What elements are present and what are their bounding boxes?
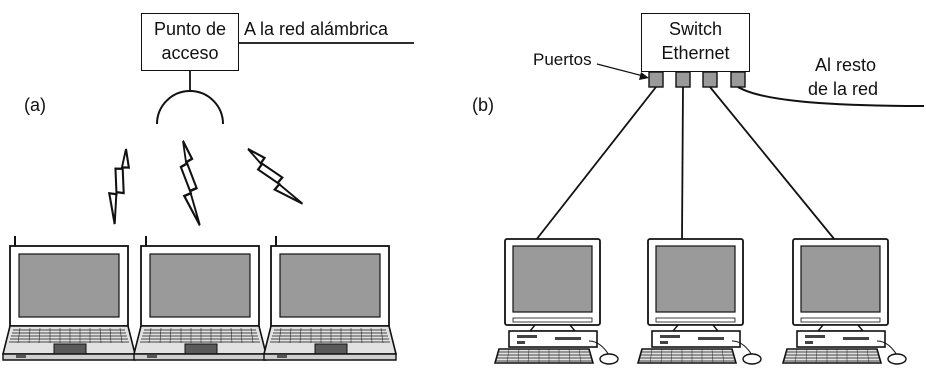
laptop-icon [263, 235, 397, 361]
laptop-icon [2, 235, 136, 361]
wired-network-label: A la red alámbrica [244, 19, 389, 39]
switch-label-line1: Switch [668, 19, 722, 39]
rest-of-network-label-line1: Al resto [815, 55, 877, 75]
laptop-icon [133, 235, 267, 361]
desktop-computer-icon [637, 238, 762, 365]
access-point-label-line2: acceso [161, 43, 219, 63]
switch-port [675, 71, 691, 88]
switch-port [730, 71, 746, 88]
access-point-antenna-icon [156, 90, 224, 125]
access-point-box [141, 13, 239, 71]
desktop-computer-icon [782, 238, 907, 365]
panel-b-label: (b) [472, 95, 494, 115]
ethernet-cable-right [709, 86, 836, 241]
ports-label: Puertos [533, 50, 592, 69]
ports-pointer-arrowhead [639, 72, 649, 80]
ethernet-cable-left [535, 86, 657, 241]
switch-box [641, 13, 750, 72]
switch-label-line2: Ethernet [661, 43, 730, 63]
switch-port [648, 71, 664, 88]
ports-pointer-line [596, 63, 644, 77]
panel-a-label: (a) [24, 95, 46, 115]
wireless-signal-center-icon [167, 139, 216, 227]
switch-ports [648, 71, 746, 88]
desktop-computer-icon [494, 238, 619, 365]
access-point-label-line1: Punto de [153, 19, 227, 39]
wireless-signal-left-icon [85, 147, 155, 226]
ethernet-cable-center [681, 86, 684, 241]
wireless-signal-right-icon [246, 136, 304, 216]
rest-of-network-label-line2: de la red [808, 79, 879, 99]
switch-port [702, 71, 718, 88]
